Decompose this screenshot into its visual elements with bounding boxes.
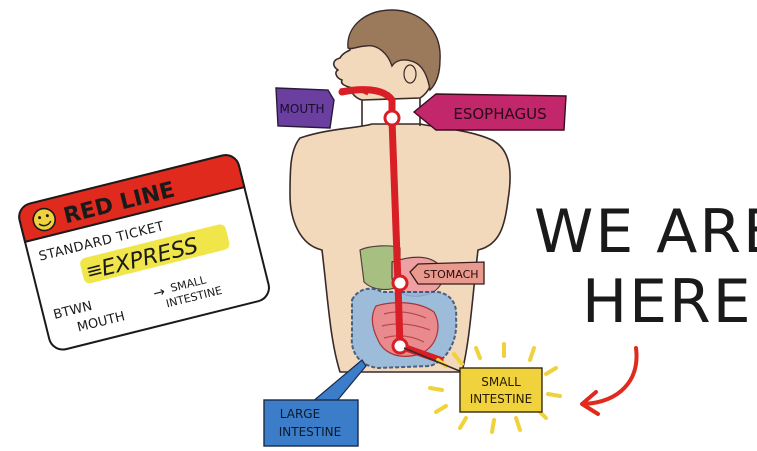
ear: [404, 65, 416, 83]
large-intestine-label-line2: INTESTINE: [279, 425, 341, 439]
esophagus-label: ESOPHAGUS: [414, 94, 566, 130]
esophagus-stop: [385, 111, 399, 125]
small-intestine-label: SMALL INTESTINE: [404, 344, 560, 432]
esophagus-label-text: ESOPHAGUS: [453, 105, 546, 123]
stomach-label: STOMACH: [410, 262, 484, 284]
small-intestine-label-line2: INTESTINE: [470, 392, 532, 406]
callout-line2: HERE!: [582, 267, 757, 337]
small-intestine-stop: [393, 339, 407, 353]
callout-arrow: [582, 348, 637, 414]
mouth-label-text: MOUTH: [280, 102, 325, 116]
mouth-label: MOUTH: [276, 88, 334, 128]
callout-line1: WE ARE: [534, 197, 757, 267]
large-intestine-label-line1: LARGE: [280, 407, 320, 421]
we-are-here-callout: WE ARE HERE!: [534, 197, 757, 414]
stomach-label-text: STOMACH: [423, 268, 478, 281]
small-intestine-label-line1: SMALL: [481, 375, 521, 389]
red-line-ticket: RED LINE STANDARD TICKET ≡ EXPRESS BTWN …: [16, 152, 272, 352]
large-intestine-label: LARGE INTESTINE: [264, 360, 366, 446]
stomach-stop: [393, 276, 407, 290]
